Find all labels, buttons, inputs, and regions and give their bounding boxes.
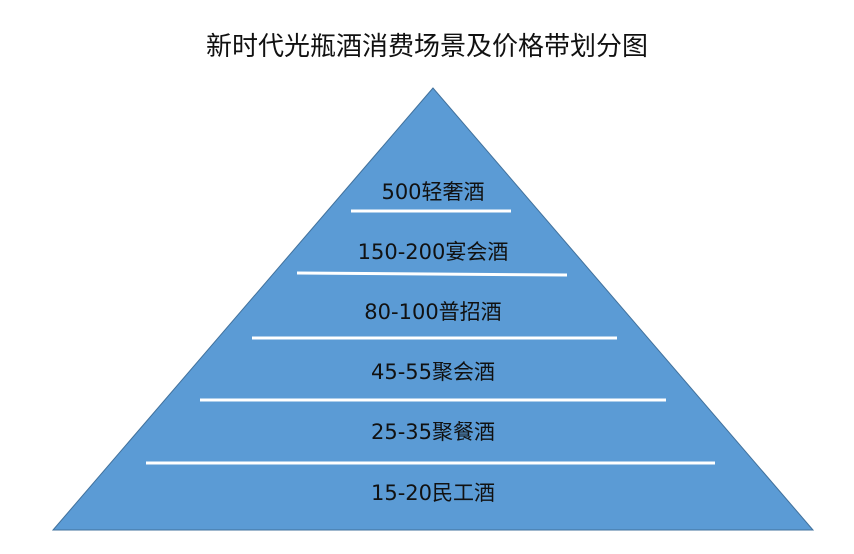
pyramid-shape xyxy=(51,87,815,531)
tier-label-banquet: 150-200宴会酒 xyxy=(357,240,509,264)
tier-label-luxury: 500轻奢酒 xyxy=(381,180,485,204)
tier-label-dining: 25-35聚餐酒 xyxy=(370,420,496,444)
tier-label-general: 80-100普招酒 xyxy=(364,300,502,324)
diagram-title: 新时代光瓶酒消费场景及价格带划分图 xyxy=(205,32,648,62)
tier-label-worker: 15-20民工酒 xyxy=(370,481,496,505)
tier-divider xyxy=(296,271,568,277)
tier-label-gathering: 45-55聚会酒 xyxy=(370,360,496,384)
